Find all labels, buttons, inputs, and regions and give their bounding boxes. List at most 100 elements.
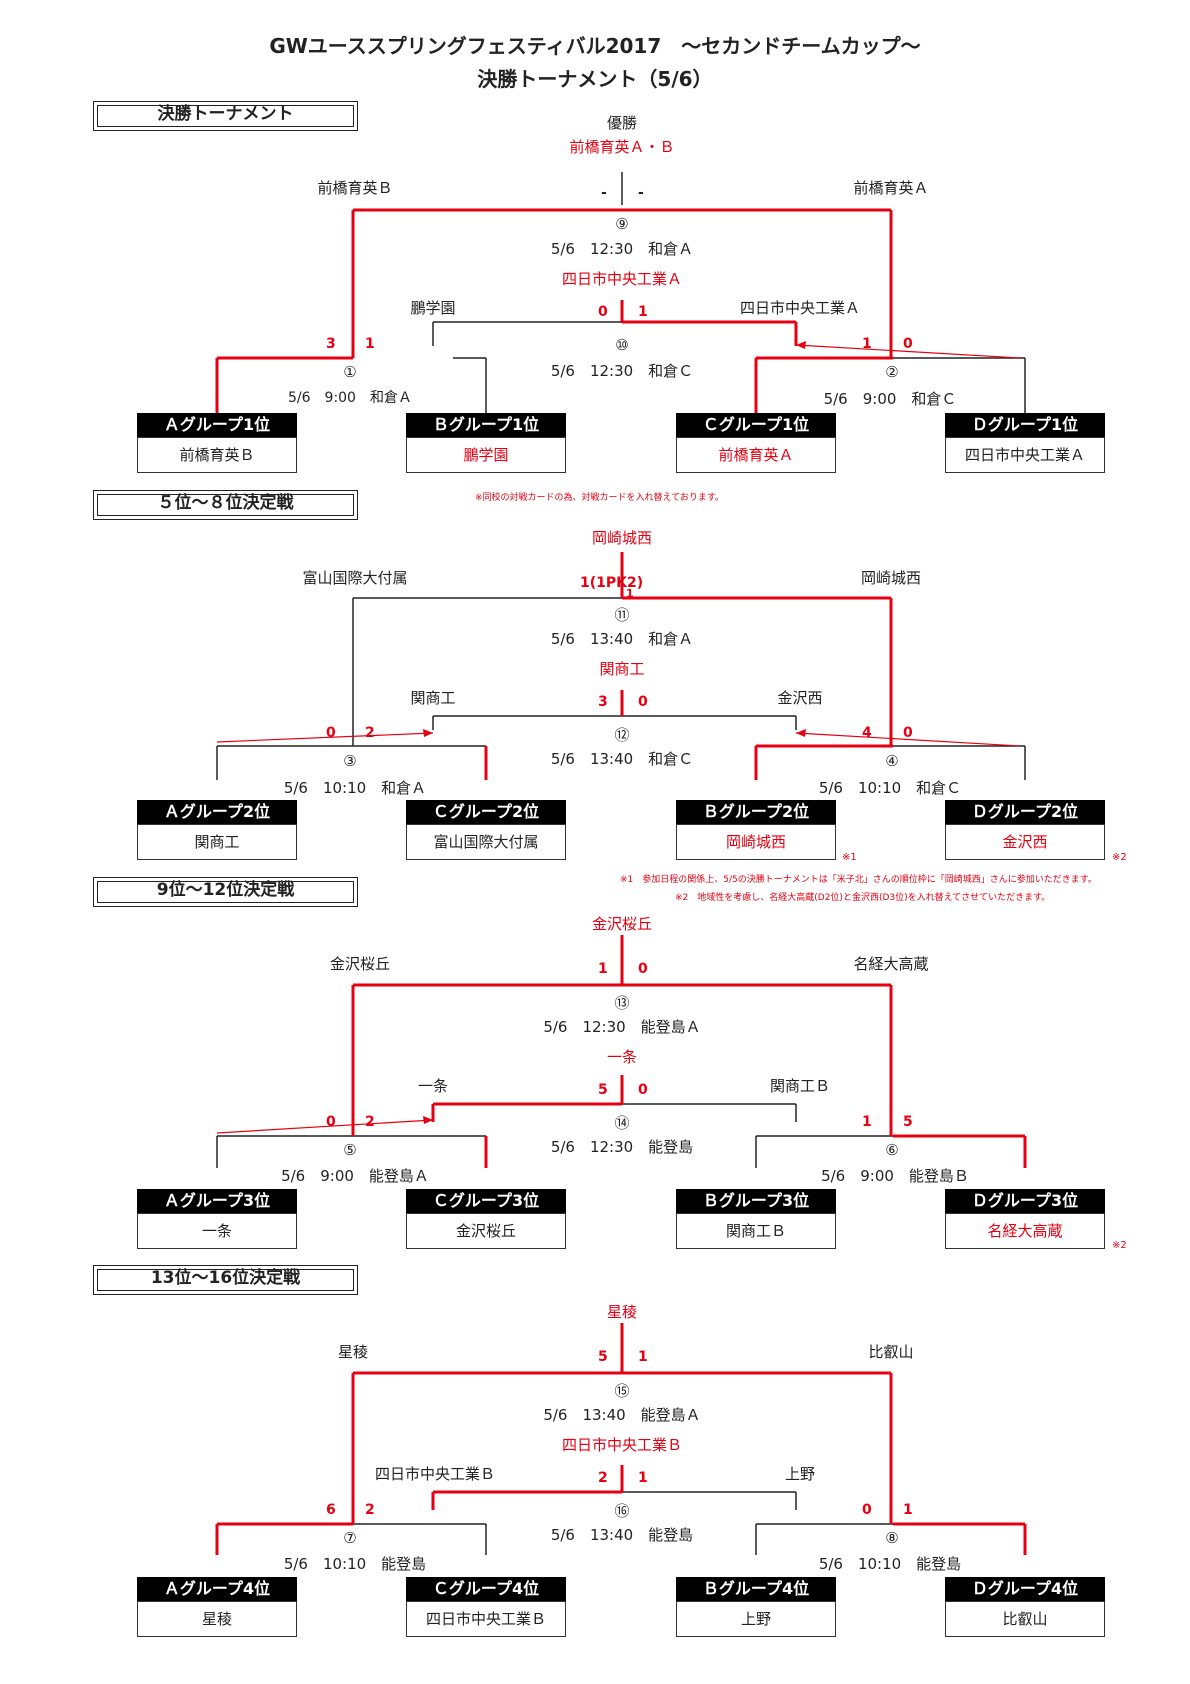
group-header: Ｄグループ3位: [945, 1189, 1105, 1213]
third-winner: 関商工: [599, 660, 645, 678]
section-label-9-12: 9位～12位決定戦: [93, 877, 358, 907]
group-header: Ｂグループ4位: [676, 1577, 836, 1601]
match-time: 5/6 10:10 能登島: [818, 1555, 962, 1573]
m1-score-left: 0: [326, 1114, 336, 1130]
m2-score-left: 1: [862, 336, 872, 352]
group-team: 比叡山: [945, 1601, 1105, 1637]
third-score-left: 0: [598, 304, 608, 320]
match-time: 5/6 9:00 和倉Ｃ: [823, 390, 957, 408]
match-time: 5/6 9:00 能登島Ｂ: [821, 1167, 969, 1185]
match-time: 5/6 12:30 和倉Ａ: [550, 240, 694, 258]
match-time: 5/6 13:40 能登島Ａ: [543, 1406, 701, 1424]
third-left-team: 関商工: [410, 689, 456, 707]
group-team: 富山国際大付属: [406, 824, 566, 860]
group-header: Ｂグループ3位: [676, 1189, 836, 1213]
m1-score-right: 2: [365, 1114, 375, 1130]
third-left-team: 鵬学園: [410, 299, 456, 317]
champion-team: 星稜: [606, 1303, 637, 1321]
match-time: 5/6 9:00 和倉Ａ: [288, 390, 412, 406]
third-score-right: 0: [638, 694, 648, 710]
group-team: 星稜: [137, 1601, 297, 1637]
match-time: 5/6 12:30 和倉Ｃ: [550, 362, 694, 380]
section-label-5-8: ５位～８位決定戦: [93, 490, 358, 520]
final-score-left: -: [601, 185, 607, 201]
final-score-right: 0: [638, 961, 648, 977]
group-team: 金沢西: [945, 824, 1105, 860]
footnote-1: ※1 参加日程の関係上、5/5の決勝トーナメントは「米子北」さんの順位枠に「岡崎…: [620, 875, 1097, 885]
final-left-team: 金沢桜丘: [329, 955, 390, 973]
third-score-left: 3: [598, 694, 608, 710]
match-number: ⑪: [614, 606, 630, 624]
third-score-left: 2: [598, 1470, 608, 1486]
m1-score-left: 3: [326, 336, 336, 352]
final-left-team: 星稜: [337, 1343, 368, 1361]
final-score-right: 1: [638, 1349, 648, 1365]
m1-score-right: 2: [365, 725, 375, 741]
m2-score-right: 0: [903, 725, 913, 741]
final-score-right: 1: [626, 587, 634, 600]
match-number: ⑮: [614, 1382, 630, 1400]
match-time: 5/6 10:10 能登島: [283, 1555, 427, 1573]
m1-score-right: 1: [365, 336, 375, 352]
match-number: ⑯: [614, 1502, 630, 1520]
group-header: Ｄグループ1位: [945, 413, 1105, 437]
third-winner: 四日市中央工業Ｂ: [561, 1436, 682, 1454]
mark-note-1: ※1: [842, 852, 857, 863]
group-header: Ｃグループ2位: [406, 800, 566, 824]
group-header: Ｃグループ1位: [676, 413, 836, 437]
match-time: 5/6 13:40 能登島: [550, 1526, 694, 1544]
group-team: 一条: [137, 1213, 297, 1249]
final-right-team: 名経大高蔵: [853, 955, 929, 973]
match-time: 5/6 10:10 和倉Ｃ: [818, 779, 962, 797]
group-team: 四日市中央工業Ａ: [945, 437, 1105, 473]
match-number: ⑤: [343, 1141, 357, 1159]
final-right-team: 前橋育英Ａ: [853, 179, 929, 197]
m1-score-left: 0: [326, 725, 336, 741]
group-team: 前橋育英Ａ: [676, 437, 836, 473]
group-header: Ａグループ1位: [137, 413, 297, 437]
match-time: 5/6 10:10 和倉Ａ: [283, 779, 427, 797]
group-team: 鵬学園: [406, 437, 566, 473]
match-number: ④: [885, 752, 899, 770]
final-score-left: 5: [598, 1349, 608, 1365]
swap-note: ※同校の対戦カードの為、対戦カードを入れ替えております。: [475, 493, 724, 503]
match-number: ⑭: [614, 1114, 630, 1132]
group-team: 関商工Ｂ: [676, 1213, 836, 1249]
match-time: 5/6 12:30 能登島Ａ: [543, 1018, 701, 1036]
final-left-team: 前橋育英Ｂ: [317, 179, 393, 197]
page-title: GWユーススプリングフェスティバル2017 ～セカンドチームカップ～: [269, 34, 921, 58]
bracket-section-1: [432, 188, 1026, 413]
group-header: Ａグループ4位: [137, 1577, 297, 1601]
m2-score-right: 0: [903, 336, 913, 352]
footnote-2: ※2 地域性を考慮し、名経大高蔵(D2位)と金沢西(D3位)を入れ替えてさせてい…: [675, 893, 1051, 903]
third-right-team: 金沢西: [777, 689, 823, 707]
match-time: 5/6 9:00 能登島Ａ: [281, 1167, 429, 1185]
m2-score-left: 1: [862, 1114, 872, 1130]
m2-score-left: 0: [862, 1502, 872, 1518]
group-team: 金沢桜丘: [406, 1213, 566, 1249]
final-score-left: 1: [598, 961, 608, 977]
group-header: Ｃグループ4位: [406, 1577, 566, 1601]
final-right-team: 比叡山: [868, 1343, 914, 1361]
champion-team: 前橋育英Ａ・Ｂ: [569, 138, 675, 156]
group-team: 関商工: [137, 824, 297, 860]
match-number: ⑦: [343, 1529, 357, 1547]
match-time: 5/6 13:40 和倉Ａ: [550, 630, 694, 648]
group-team: 岡崎城西: [676, 824, 836, 860]
third-score-right: 0: [638, 1082, 648, 1098]
group-header: Ａグループ3位: [137, 1189, 297, 1213]
third-left-team: 四日市中央工業Ｂ: [374, 1465, 495, 1483]
match-number: ⑫: [614, 726, 630, 744]
third-winner: 四日市中央工業Ａ: [561, 270, 682, 288]
match-number: ①: [343, 363, 357, 381]
champion-caption: 優勝: [606, 114, 637, 132]
champion-team: 金沢桜丘: [591, 915, 652, 933]
group-team: 四日市中央工業Ｂ: [406, 1601, 566, 1637]
third-score-right: 1: [638, 1470, 648, 1486]
match-number: ⑩: [615, 336, 629, 354]
final-left-team: 富山国際大付属: [302, 569, 408, 587]
section-label-final: 決勝トーナメント: [93, 101, 358, 131]
m1-score-left: 6: [326, 1502, 336, 1518]
m1-score-right: 2: [365, 1502, 375, 1518]
